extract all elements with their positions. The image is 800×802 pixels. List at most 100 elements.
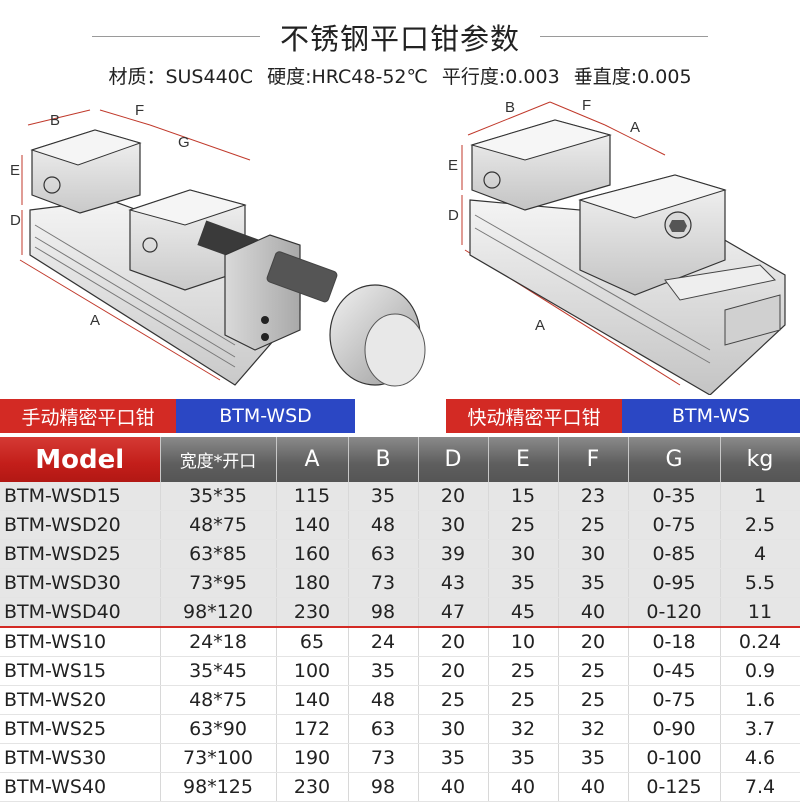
dim-label-e: E [448, 157, 458, 174]
manual-vise-drawing: B F G E D A [0, 95, 440, 395]
quick-vise-label-bar: 快动精密平口钳 BTM-WS [446, 399, 800, 433]
cell-a: 190 [276, 743, 349, 773]
cell-a: 100 [276, 656, 349, 686]
cell-d: 25 [418, 685, 489, 715]
col-header-model: Model [0, 437, 161, 482]
cell-e: 25 [488, 685, 559, 715]
cell-f: 40 [558, 772, 629, 802]
cell-kg: 0.9 [720, 656, 800, 686]
cell-model: BTM-WS30 [0, 743, 161, 773]
cell-g: 0-125 [628, 772, 721, 802]
cell-kg: 4.6 [720, 743, 800, 773]
col-header-g: G [628, 437, 721, 482]
dim-label-f: F [582, 97, 591, 114]
dim-label-d: D [448, 207, 459, 224]
cell-a: 65 [276, 626, 349, 657]
cell-size: 73*100 [160, 743, 277, 773]
spec-parallelism: 平行度:0.003 [441, 66, 560, 88]
cell-f: 23 [558, 482, 629, 511]
cell-g: 0-120 [628, 597, 721, 628]
quick-vise-illustration: B F A E D A [448, 97, 786, 395]
cell-e: 30 [488, 539, 559, 569]
cell-g: 0-85 [628, 539, 721, 569]
cell-e: 10 [488, 626, 559, 657]
cell-model: BTM-WSD25 [0, 539, 161, 569]
spec-line: 材质：SUS440C 硬度:HRC48-52℃ 平行度:0.003 垂直度:0.… [0, 62, 800, 89]
col-header-b: B [348, 437, 419, 482]
cell-g: 0-45 [628, 656, 721, 686]
cell-f: 40 [558, 597, 629, 628]
cell-model: BTM-WSD30 [0, 568, 161, 598]
cell-d: 35 [418, 743, 489, 773]
cell-size: 98*120 [160, 597, 277, 628]
cell-a: 160 [276, 539, 349, 569]
cell-g: 0-95 [628, 568, 721, 598]
cell-b: 73 [348, 568, 419, 598]
cell-d: 30 [418, 510, 489, 540]
cell-size: 63*85 [160, 539, 277, 569]
cell-d: 20 [418, 626, 489, 657]
col-header-d: D [418, 437, 489, 482]
cell-model: BTM-WS10 [0, 626, 161, 657]
cell-g: 0-18 [628, 626, 721, 657]
cell-e: 35 [488, 568, 559, 598]
cell-kg: 0.24 [720, 626, 800, 657]
col-header-a: A [276, 437, 349, 482]
cell-b: 73 [348, 743, 419, 773]
manual-vise-label-bar: 手动精密平口钳 BTM-WSD [0, 399, 355, 433]
cell-b: 35 [348, 482, 419, 511]
cell-f: 25 [558, 656, 629, 686]
cell-f: 25 [558, 510, 629, 540]
cell-kg: 3.7 [720, 714, 800, 744]
manual-vise-model-label: BTM-WSD [176, 399, 355, 433]
spec-perpendicularity: 垂直度:0.005 [573, 66, 692, 88]
cell-f: 30 [558, 539, 629, 569]
cell-f: 20 [558, 626, 629, 657]
cell-f: 35 [558, 743, 629, 773]
dim-label-a: A [90, 312, 100, 329]
cell-f: 35 [558, 568, 629, 598]
dim-label-b: B [50, 112, 60, 129]
dim-label-d: D [10, 212, 21, 229]
cell-model: BTM-WS25 [0, 714, 161, 744]
dim-label-e: E [10, 162, 20, 179]
cell-b: 98 [348, 772, 419, 802]
title-divider-left [92, 36, 260, 37]
dim-label-b: B [505, 99, 515, 116]
cell-model: BTM-WS20 [0, 685, 161, 715]
cell-b: 48 [348, 685, 419, 715]
quick-vise-model-label: BTM-WS [622, 399, 800, 433]
cell-a: 230 [276, 597, 349, 628]
cell-b: 63 [348, 539, 419, 569]
cell-e: 15 [488, 482, 559, 511]
manual-vise-illustration: B F G E D A [10, 102, 426, 387]
dim-label-g: G [178, 134, 190, 151]
cell-d: 43 [418, 568, 489, 598]
col-header-f: F [558, 437, 629, 482]
cell-size: 24*18 [160, 626, 277, 657]
cell-d: 47 [418, 597, 489, 628]
cell-a: 140 [276, 685, 349, 715]
cell-a: 140 [276, 510, 349, 540]
cell-model: BTM-WS15 [0, 656, 161, 686]
cell-e: 40 [488, 772, 559, 802]
cell-size: 48*75 [160, 685, 277, 715]
title-divider-right [540, 36, 708, 37]
cell-d: 39 [418, 539, 489, 569]
cell-e: 32 [488, 714, 559, 744]
cell-d: 20 [418, 482, 489, 511]
col-header-e: E [488, 437, 559, 482]
cell-e: 45 [488, 597, 559, 628]
cell-size: 35*45 [160, 656, 277, 686]
dim-label-a: A [535, 317, 545, 334]
cell-size: 63*90 [160, 714, 277, 744]
title-row: 不锈钢平口钳参数 [0, 8, 800, 58]
cell-kg: 7.4 [720, 772, 800, 802]
